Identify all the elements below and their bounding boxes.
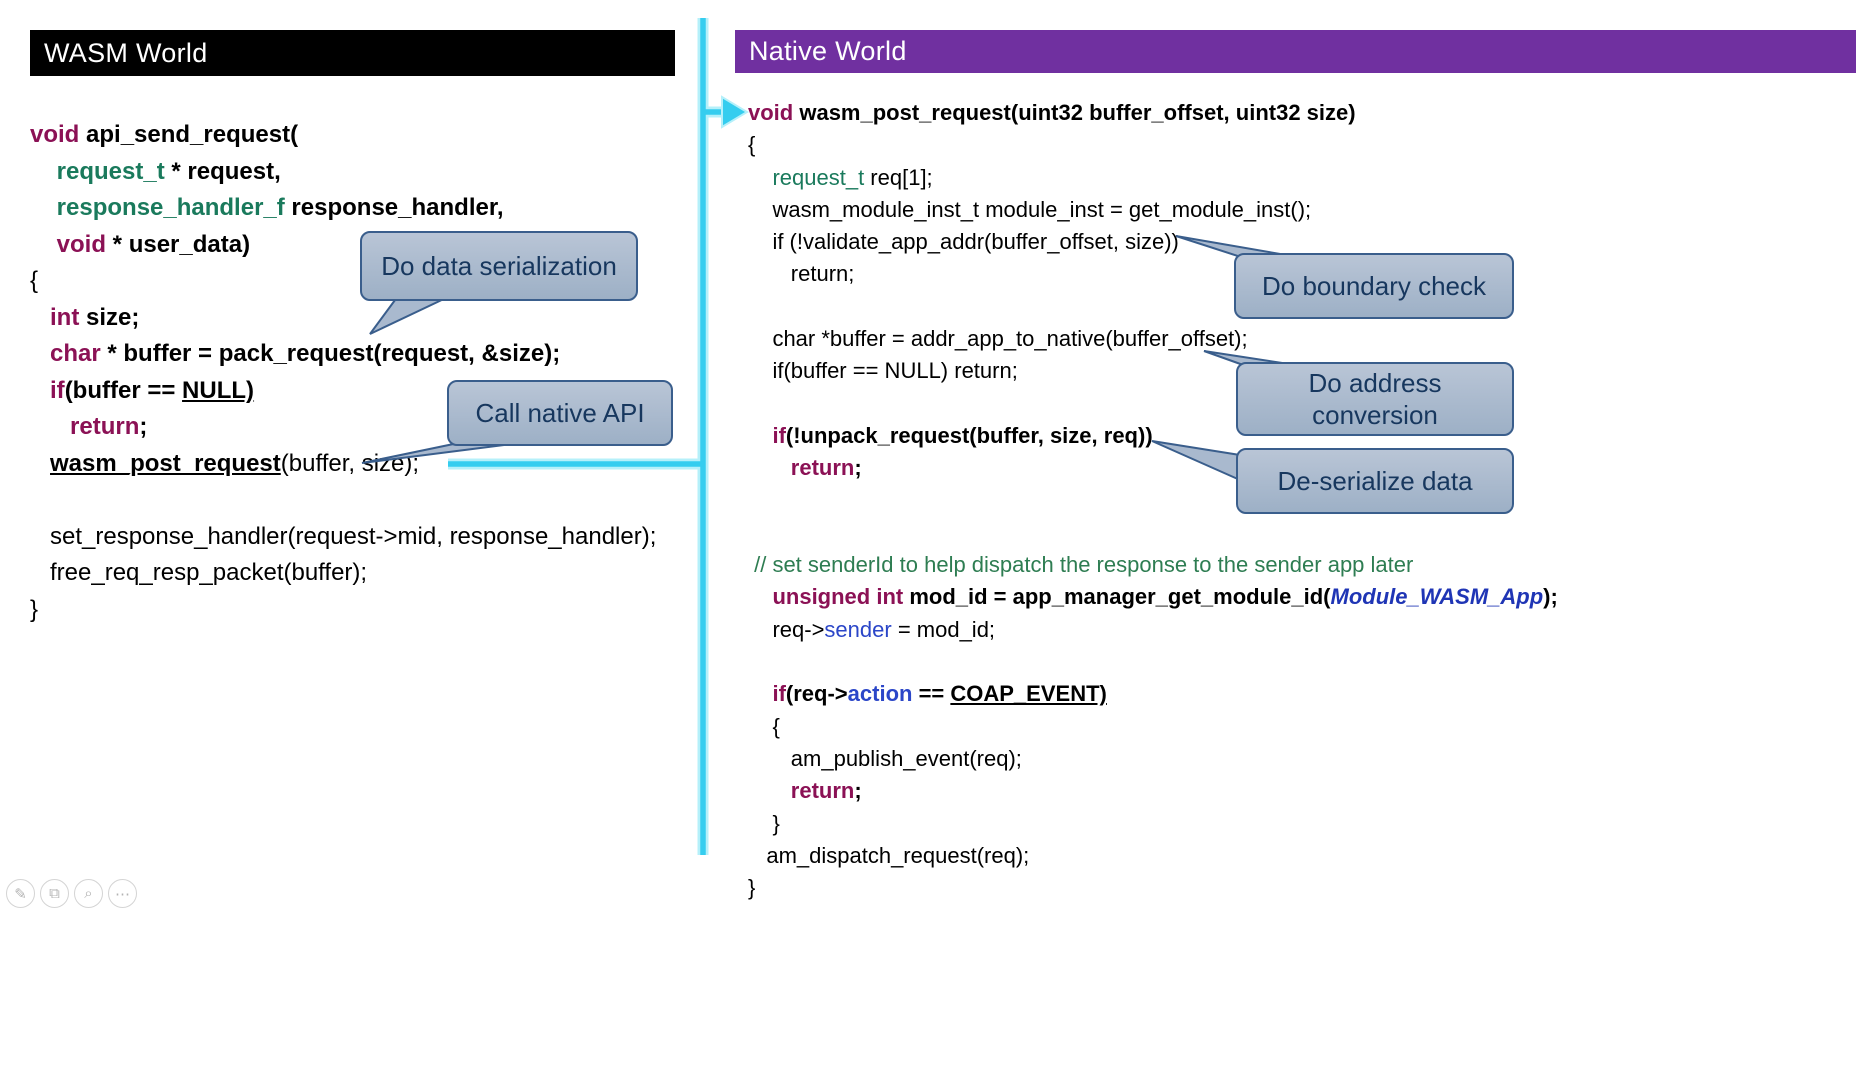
code-line: unsigned int mod_id = app_manager_get_mo…	[772, 584, 1558, 610]
code-line: req->sender = mod_id;	[748, 616, 996, 642]
code-line	[30, 482, 656, 519]
code-line: }	[748, 810, 780, 836]
callout-do-address-conversion: Do address conversion	[1236, 362, 1514, 436]
code-line: return;	[790, 455, 862, 481]
code-line: void api_send_request(	[30, 121, 299, 148]
code-line: void wasm_post_request(uint32 buffer_off…	[748, 100, 1356, 125]
code-line: am_publish_event(req);	[748, 745, 1022, 771]
code-line: wasm_module_inst_t module_inst = get_mod…	[748, 196, 1312, 222]
code-line: char * buffer = pack_request(request, &s…	[50, 340, 561, 367]
code-line: {	[30, 267, 39, 294]
callout-label: Do data serialization	[381, 250, 617, 281]
native-world-header: Native World	[735, 30, 1856, 73]
code-line: char *buffer = addr_app_to_native(buffer…	[748, 326, 1248, 352]
code-line	[748, 646, 1558, 678]
callout-do-data-serialization: Do data serialization	[360, 231, 638, 301]
code-line: }	[30, 595, 39, 623]
code-line: }	[748, 875, 756, 901]
code-line: free_req_resp_packet(buffer);	[30, 559, 368, 586]
native-code-block: void wasm_post_request(uint32 buffer_off…	[748, 97, 1558, 904]
code-line: if(req->action == COAP_EVENT)	[772, 681, 1107, 707]
callout-label: De-serialize data	[1277, 465, 1473, 496]
code-line: if(buffer == NULL)	[50, 376, 255, 404]
code-line: if(!unpack_request(buffer, size, req))	[772, 422, 1153, 448]
code-line: if(buffer == NULL) return;	[748, 358, 1018, 384]
code-line: if (!validate_app_addr(buffer_offset, si…	[748, 229, 1179, 255]
code-line: return;	[790, 778, 862, 804]
code-line: void * user_data)	[30, 230, 251, 258]
callout-call-native-api: Call native API	[447, 380, 673, 446]
callout-de-serialize-data: De-serialize data	[1236, 448, 1514, 514]
view-controls: ✎ ⧉ ⌕ ⋯	[6, 879, 137, 908]
wasm-code-block: void api_send_request( request_t * reque…	[30, 117, 656, 628]
wasm-world-header: WASM World	[30, 30, 675, 76]
code-line: return;	[748, 261, 855, 287]
callout-label: Call native API	[475, 397, 645, 428]
arrowhead-icon	[721, 95, 749, 129]
edit-icon[interactable]: ✎	[6, 879, 35, 908]
code-line: set_response_handler(request->mid, respo…	[30, 522, 657, 550]
code-line: {	[748, 132, 756, 158]
code-line: // set senderId to help dispatch the res…	[748, 552, 1414, 578]
copy-icon[interactable]: ⧉	[40, 879, 69, 908]
code-line: {	[748, 713, 780, 739]
code-line: int size;	[50, 303, 140, 331]
code-line: response_handler_f response_handler,	[30, 194, 504, 221]
code-line: request_t * request,	[30, 157, 281, 185]
code-line	[748, 517, 1558, 549]
zoom-icon[interactable]: ⌕	[74, 879, 103, 908]
code-line: wasm_post_request(buffer, size);	[50, 449, 420, 477]
callout-label: Do boundary check	[1261, 270, 1487, 301]
more-icon[interactable]: ⋯	[108, 879, 137, 908]
callout-label: Do address conversion	[1308, 367, 1442, 431]
code-line: request_t req[1];	[772, 164, 933, 190]
code-line: return;	[70, 413, 148, 440]
callout-do-boundary-check: Do boundary check	[1234, 253, 1514, 319]
code-line: am_dispatch_request(req);	[748, 842, 1030, 868]
